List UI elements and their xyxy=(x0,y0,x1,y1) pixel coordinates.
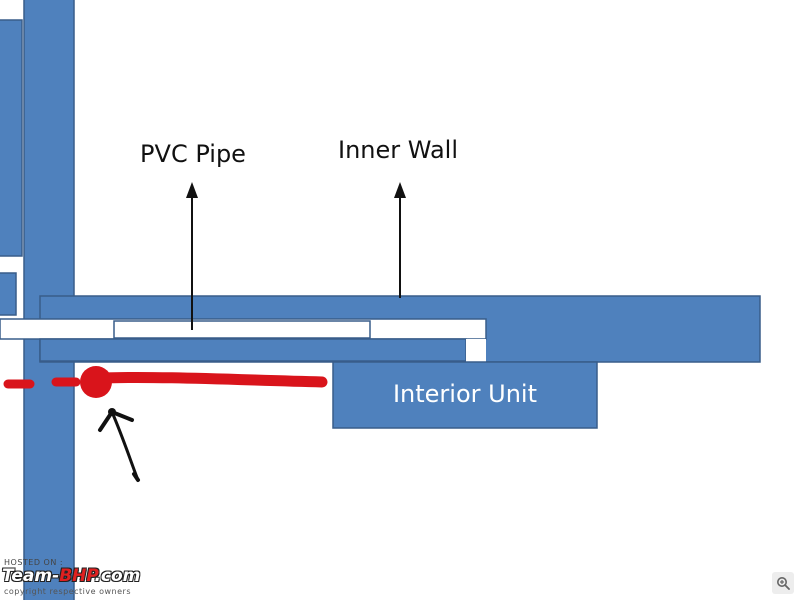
watermark-brand-suffix: .com xyxy=(94,566,141,586)
watermark: HOSTED ON : Team-BHP.com copyright respe… xyxy=(2,558,192,598)
interior-unit-box xyxy=(332,361,598,429)
interior-unit-label: Interior Unit xyxy=(393,380,537,408)
inner-wall-arrowhead xyxy=(394,182,406,198)
watermark-brand-prefix: Team- xyxy=(2,566,60,586)
watermark-brand-accent: BHP xyxy=(59,566,95,586)
zoom-button[interactable] xyxy=(772,572,794,594)
pvc-pipe-arrowhead xyxy=(186,182,198,198)
lower-strip xyxy=(39,338,467,362)
strip-notch xyxy=(466,339,486,362)
outer-wall-left-lower xyxy=(0,272,17,316)
pvc-pipe-label: PVC Pipe xyxy=(140,140,246,168)
zoom-icon xyxy=(777,577,790,590)
outer-wall-left-upper xyxy=(0,19,23,257)
watermark-copyright: copyright respective owners xyxy=(4,587,131,596)
inner-wall-label: Inner Wall xyxy=(338,136,458,164)
red-marker xyxy=(3,366,328,398)
red-line-main xyxy=(94,371,328,388)
pvc-pipe xyxy=(113,320,371,339)
hand-drawn-arrow xyxy=(98,408,140,482)
red-dot xyxy=(80,366,112,398)
watermark-hosted: HOSTED ON : xyxy=(4,558,64,567)
watermark-logo: Team-BHP.com xyxy=(2,566,140,586)
